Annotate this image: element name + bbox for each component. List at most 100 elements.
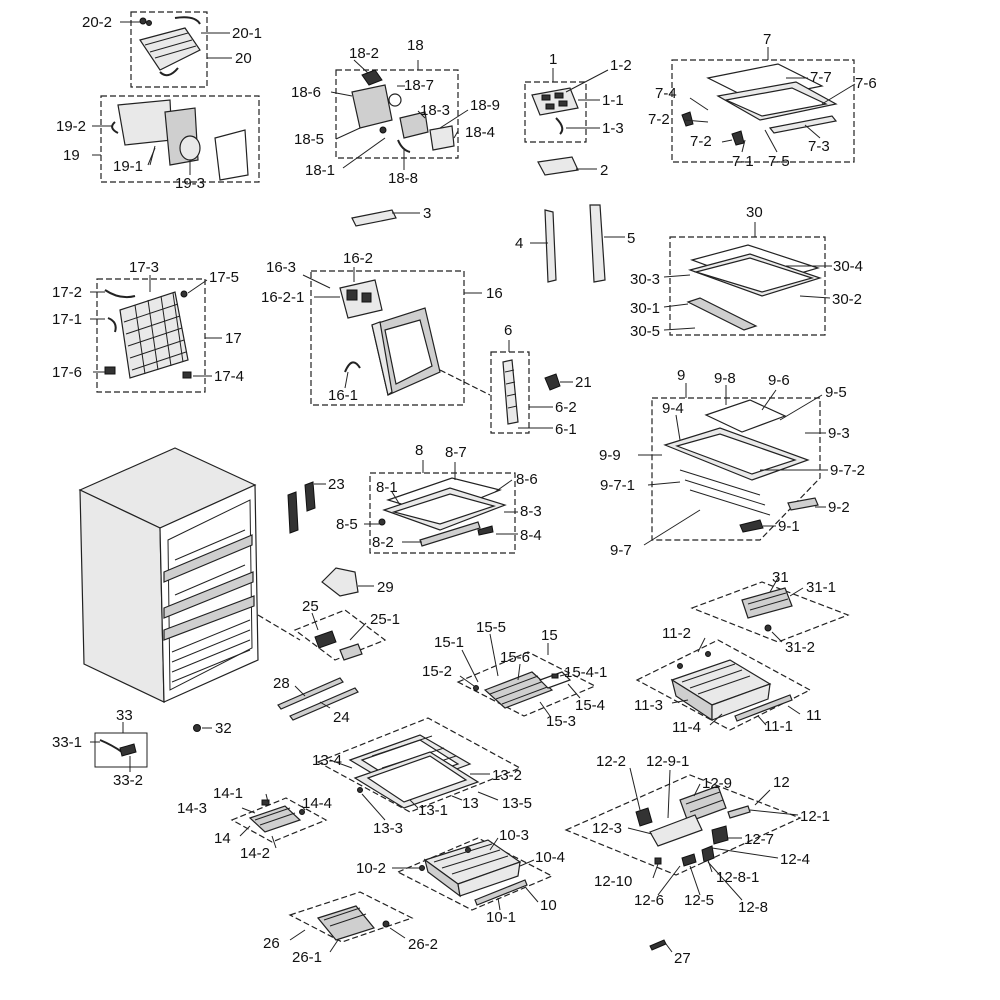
- label-14-3: 14-3: [177, 800, 207, 817]
- label-18-7: 18-7: [404, 77, 434, 94]
- label-14: 14: [214, 830, 231, 847]
- label-15-2: 15-2: [422, 663, 452, 680]
- label-33: 33: [116, 707, 133, 724]
- part-31-1: [741, 587, 793, 619]
- part-12-7: [711, 825, 729, 845]
- group-6-box: [490, 351, 530, 434]
- part-19-cover: [214, 129, 249, 181]
- part-12-2: [635, 807, 653, 827]
- part-16-1-wire: [344, 361, 361, 373]
- label-5: 5: [627, 230, 635, 247]
- part-8-2-trim: [419, 521, 481, 547]
- part-25-a: [314, 630, 337, 649]
- part-10-1-rail: [474, 879, 528, 906]
- label-12-5: 12-5: [684, 892, 714, 909]
- label-13-2: 13-2: [492, 767, 522, 784]
- label-7-6: 7-6: [855, 75, 877, 92]
- label-17-2: 17-2: [52, 284, 82, 301]
- group-25-box: [293, 609, 387, 661]
- label-7-2-b: 7-2: [690, 133, 712, 150]
- label-10: 10: [540, 897, 557, 914]
- label-16-1: 16-1: [328, 387, 358, 404]
- label-4: 4: [515, 235, 523, 252]
- assembly-31: 31 31-1 31-2: [690, 569, 850, 656]
- assembly-30: 30 30-3 30-4 30-1 30-2 30-5: [630, 204, 863, 340]
- part-30-1-trim: [686, 297, 758, 331]
- label-16-2-1: 16-2-1: [261, 289, 304, 306]
- label-14-1: 14-1: [213, 785, 243, 802]
- label-7-5: 7-5: [768, 153, 790, 170]
- part-33-2: [119, 743, 137, 757]
- part-7-3-trim: [768, 115, 838, 134]
- part-18-2: [361, 69, 383, 86]
- label-9-8: 9-8: [714, 370, 736, 387]
- label-11-3: 11-3: [634, 697, 663, 714]
- assembly-15: 15 15-5 15-1 15-6 15-4-1 15-2 15-4 15-3: [422, 619, 607, 730]
- group-30-box: [669, 236, 826, 336]
- part-12-5: [681, 853, 697, 867]
- group-33-box: [94, 732, 148, 768]
- label-29: 29: [377, 579, 394, 596]
- label-12: 12: [773, 774, 790, 791]
- assembly-11: 11-2 11-3 11 11-4 11-1: [634, 625, 822, 736]
- label-7-7: 7-7: [810, 69, 832, 86]
- assembly-16: 16-2 16-3 16-2-1 16 16-1: [261, 250, 503, 406]
- parts-23-29-25: 23 29 25 25-1: [257, 476, 400, 661]
- part-9-8-glass: [704, 399, 787, 433]
- label-28: 28: [273, 675, 290, 692]
- assembly-9: 9 9-8 9-6 9-5 9-4 9-3 9-9 9-7-2 9-7-1 9-…: [599, 367, 865, 559]
- label-16: 16: [486, 285, 503, 302]
- part-14-4: [299, 809, 305, 815]
- label-8-2: 8-2: [372, 534, 394, 551]
- part-18-7: [388, 93, 402, 107]
- label-19-3: 19-3: [175, 175, 205, 192]
- label-8-4: 8-4: [520, 527, 542, 544]
- label-6-2: 6-2: [555, 399, 577, 416]
- part-26-2: [382, 920, 390, 928]
- label-25-1: 25-1: [370, 611, 400, 628]
- group-11-box: [635, 639, 812, 731]
- part-7-2-left: [681, 111, 694, 127]
- label-20: 20: [235, 50, 252, 67]
- assembly-13: 13-4 13-2 13 13-5 13-1 13-3: [312, 717, 532, 837]
- label-10-3: 10-3: [499, 827, 529, 844]
- label-12-2: 12-2: [596, 753, 626, 770]
- label-15-1: 15-1: [434, 634, 464, 651]
- label-23: 23: [328, 476, 345, 493]
- refrigerator-cabinet: [78, 447, 259, 703]
- part-32: [193, 724, 201, 732]
- part-17-2-wire: [104, 289, 136, 299]
- label-10-1: 10-1: [486, 909, 516, 926]
- part-14-1: [261, 799, 270, 806]
- part-27: [649, 939, 667, 951]
- part-20-housing: [139, 27, 201, 71]
- assembly-19: 19-2 19 19-1 19-3: [56, 95, 260, 192]
- label-1-3: 1-3: [602, 120, 624, 137]
- label-27: 27: [674, 950, 691, 967]
- label-9-7-1: 9-7-1: [600, 477, 635, 494]
- label-30-4: 30-4: [833, 258, 863, 275]
- group-20-box: [130, 11, 208, 88]
- label-20-2: 20-2: [82, 14, 112, 31]
- label-19-2: 19-2: [56, 118, 86, 135]
- part-12-8: [701, 845, 715, 863]
- label-7-1: 7-1: [732, 153, 754, 170]
- label-7: 7: [763, 31, 771, 48]
- label-24: 24: [333, 709, 350, 726]
- part-20-2-screw: [139, 17, 147, 25]
- label-17-1: 17-1: [52, 311, 82, 328]
- label-6: 6: [504, 322, 512, 339]
- label-7-3: 7-3: [808, 138, 830, 155]
- label-7-2-a: 7-2: [648, 111, 670, 128]
- part-29: [321, 567, 359, 597]
- label-12-10: 12-10: [594, 873, 632, 890]
- label-13-5: 13-5: [502, 795, 532, 812]
- label-12-1: 12-1: [800, 808, 830, 825]
- part-17-evaporator: [119, 291, 189, 379]
- label-12-6: 12-6: [634, 892, 664, 909]
- group-19-box: [100, 95, 260, 183]
- part-26-1: [316, 905, 376, 941]
- assembly-14: 14-1 14-3 14-4 14 14-2: [177, 785, 332, 862]
- part-27-group: 27: [649, 939, 691, 967]
- label-10-4: 10-4: [535, 849, 565, 866]
